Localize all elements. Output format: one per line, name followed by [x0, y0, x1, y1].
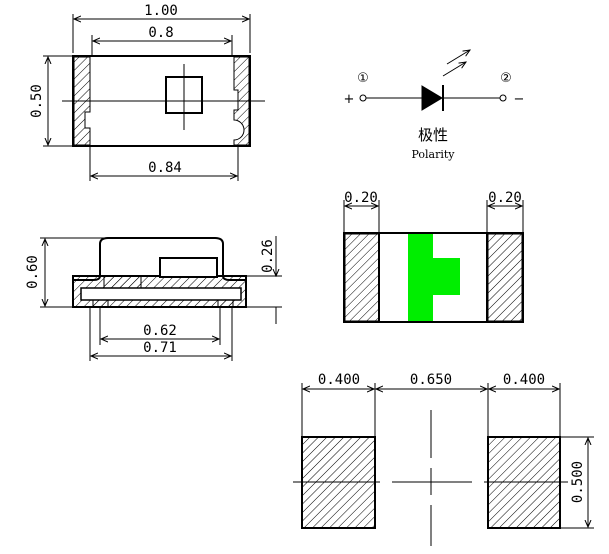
polarity-symbol — [359, 50, 507, 111]
dim-height: 0.50 — [29, 84, 45, 118]
dim-inner-length: 0.8 — [148, 25, 173, 41]
polarity-label-cn: 极性 — [418, 126, 448, 144]
top-view — [43, 14, 265, 181]
bottom-left-pad — [344, 233, 380, 322]
dim-inner-span: 0.62 — [143, 323, 177, 339]
dim-fp-right: 0.400 — [503, 372, 545, 388]
dim-left-pad: 0.20 — [344, 190, 378, 206]
dim-pad-height: 0.26 — [260, 239, 276, 273]
pin1-sign: + — [344, 92, 355, 107]
dim-right-pad: 0.20 — [488, 190, 522, 206]
emission-arrow-2 — [442, 62, 466, 77]
side-view — [40, 236, 282, 361]
diode-triangle — [421, 85, 443, 111]
dim-fp-gap: 0.650 — [410, 372, 452, 388]
polarity-label-en: Polarity — [411, 148, 455, 161]
pin2-terminal — [499, 94, 507, 102]
dim-overall-length: 1.00 — [144, 3, 178, 19]
footprint — [293, 383, 594, 546]
bottom-right-pad — [487, 233, 523, 322]
emission-arrow-1 — [446, 50, 470, 65]
bottom-view — [343, 200, 524, 323]
dim-fp-left: 0.400 — [318, 372, 360, 388]
pin2-sign: − — [514, 92, 525, 107]
dim-fp-height: 0.500 — [570, 461, 586, 503]
pin1-number: ① — [357, 71, 369, 86]
dim-pad-span: 0.84 — [148, 160, 182, 176]
pin1-terminal — [359, 94, 367, 102]
dim-total-height: 0.60 — [25, 255, 41, 289]
side-chip — [159, 257, 218, 278]
dim-outer-span: 0.71 — [143, 340, 177, 356]
polarity-mark — [408, 234, 460, 321]
bottom-body — [343, 232, 524, 323]
pin2-number: ② — [500, 71, 512, 86]
